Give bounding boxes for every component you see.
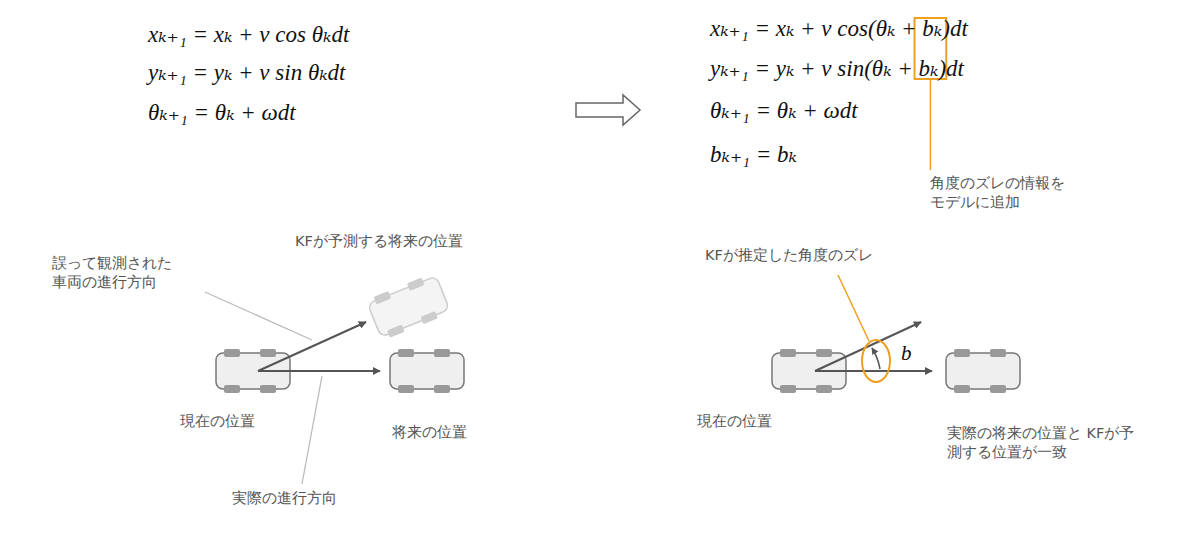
position-label: 現在の位置	[180, 412, 255, 431]
car-predicted	[366, 272, 451, 341]
equation: θₖ₊₁ = θₖ + ωdt	[710, 96, 858, 126]
equation: yₖ₊₁ = yₖ + v sin θₖdt	[148, 58, 346, 88]
leader-line	[930, 79, 932, 170]
annotation: 実際の進行方向	[232, 489, 337, 508]
annotation: 誤って観測された 車両の進行方向	[52, 254, 177, 292]
equation: yₖ₊₁ = yₖ + v sin(θₖ + bₖ)dt	[710, 54, 964, 84]
car-future	[946, 349, 1020, 393]
leader-line	[838, 275, 869, 341]
estimated-heading	[815, 322, 921, 371]
annotation: 角度のズレの情報を モデルに追加	[930, 174, 1070, 212]
angle-symbol: b	[901, 340, 912, 367]
transition-arrow	[576, 95, 640, 125]
equation: xₖ₊₁ = xₖ + v cos(θₖ + bₖ)dt	[710, 14, 968, 44]
leader-line	[302, 376, 322, 484]
observed-heading	[258, 322, 366, 371]
position-label: 現在の位置	[697, 412, 772, 431]
angle-arc	[872, 348, 880, 369]
equation: xₖ₊₁ = xₖ + v cos θₖdt	[148, 20, 349, 50]
equation: bₖ₊₁ = bₖ	[710, 140, 797, 170]
equation: θₖ₊₁ = θₖ + ωdt	[148, 98, 296, 128]
leader-line	[205, 292, 312, 340]
angle-highlight	[862, 340, 890, 382]
actual-heading	[815, 370, 932, 372]
annotation: 実際の将来の位置と KFが予測する位置が一致	[947, 424, 1147, 462]
actual-heading	[258, 370, 380, 372]
annotation: KFが予測する将来の位置	[295, 232, 463, 251]
position-label: 将来の位置	[392, 423, 467, 442]
annotation: KFが推定した角度のズレ	[705, 246, 873, 265]
car-future	[390, 349, 464, 393]
